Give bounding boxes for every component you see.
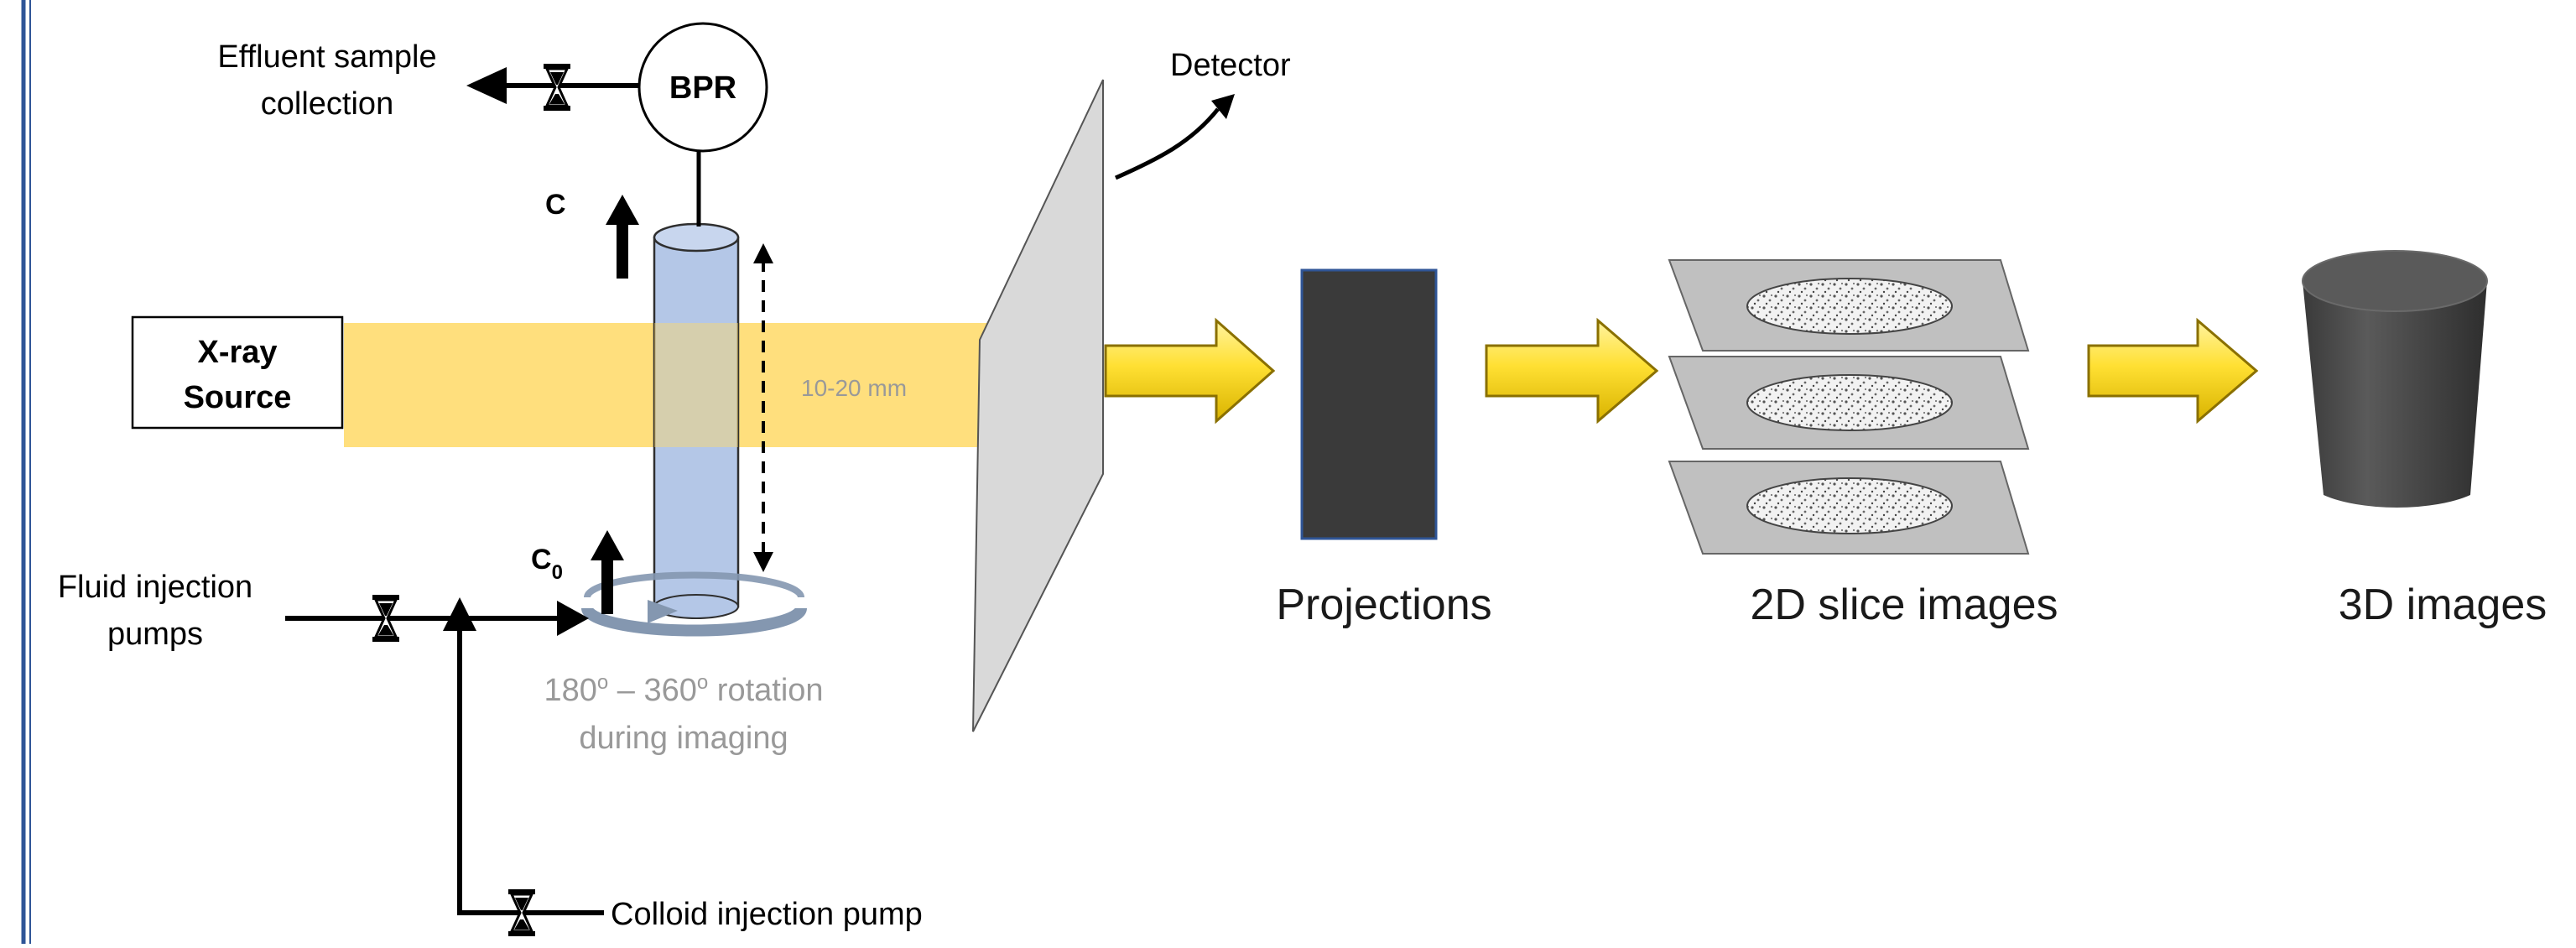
xray-source: X-ray Source bbox=[131, 315, 344, 430]
arrow-up-icon bbox=[591, 530, 624, 614]
effluent-label-2: collection bbox=[261, 86, 393, 122]
fluid-pumps-label-1: Fluid injection bbox=[58, 570, 252, 605]
effluent-line bbox=[466, 62, 639, 112]
outlet-concentration-label: C bbox=[545, 189, 566, 221]
bpr-label: BPR bbox=[669, 70, 736, 106]
rotation-ring bbox=[581, 571, 807, 637]
rotation-label-1: 180o – 360o rotation bbox=[544, 671, 823, 708]
colloid-injection-line bbox=[443, 597, 604, 938]
volume-image bbox=[2302, 250, 2488, 508]
slice-image-3 bbox=[1668, 461, 2030, 555]
arrow-up-icon bbox=[606, 195, 639, 279]
arrow-left-icon bbox=[466, 67, 507, 104]
sample-length-label: 10-20 mm bbox=[801, 375, 907, 401]
double-arrow-icon bbox=[753, 243, 773, 572]
volume-label: 3D images bbox=[2339, 581, 2547, 629]
slice-image-2 bbox=[1668, 356, 2030, 450]
detector-label: Detector bbox=[1170, 48, 1291, 83]
fluid-injection-line bbox=[285, 593, 589, 643]
colloid-pump-label: Colloid injection pump bbox=[611, 897, 923, 932]
fluid-pumps-label-2: pumps bbox=[107, 617, 203, 652]
arrow-right-icon bbox=[557, 601, 589, 636]
rotation-arrowhead-icon bbox=[648, 600, 678, 623]
detector-panel bbox=[972, 79, 1104, 732]
beam-over-column bbox=[654, 323, 738, 447]
sample-column bbox=[653, 222, 740, 619]
process-arrow-1 bbox=[1104, 317, 1276, 425]
arrow-up-icon bbox=[443, 597, 476, 631]
slices-label: 2D slice images bbox=[1750, 581, 2058, 629]
projections-label: Projections bbox=[1276, 581, 1491, 629]
process-arrow-3 bbox=[2087, 317, 2259, 425]
slice-image-1 bbox=[1668, 259, 2030, 352]
xray-source-label-1: X-ray bbox=[197, 335, 277, 370]
projection-image bbox=[1300, 268, 1438, 540]
bpr: BPR bbox=[637, 22, 768, 153]
process-arrow-2 bbox=[1485, 317, 1659, 425]
effluent-label-1: Effluent sample bbox=[217, 39, 436, 75]
xray-source-label-2: Source bbox=[184, 380, 292, 415]
rotation-label-2: during imaging bbox=[579, 721, 788, 756]
curved-arrow-icon bbox=[1114, 94, 1235, 180]
inlet-concentration-label: C0 bbox=[531, 544, 563, 584]
left-border bbox=[21, 0, 31, 944]
